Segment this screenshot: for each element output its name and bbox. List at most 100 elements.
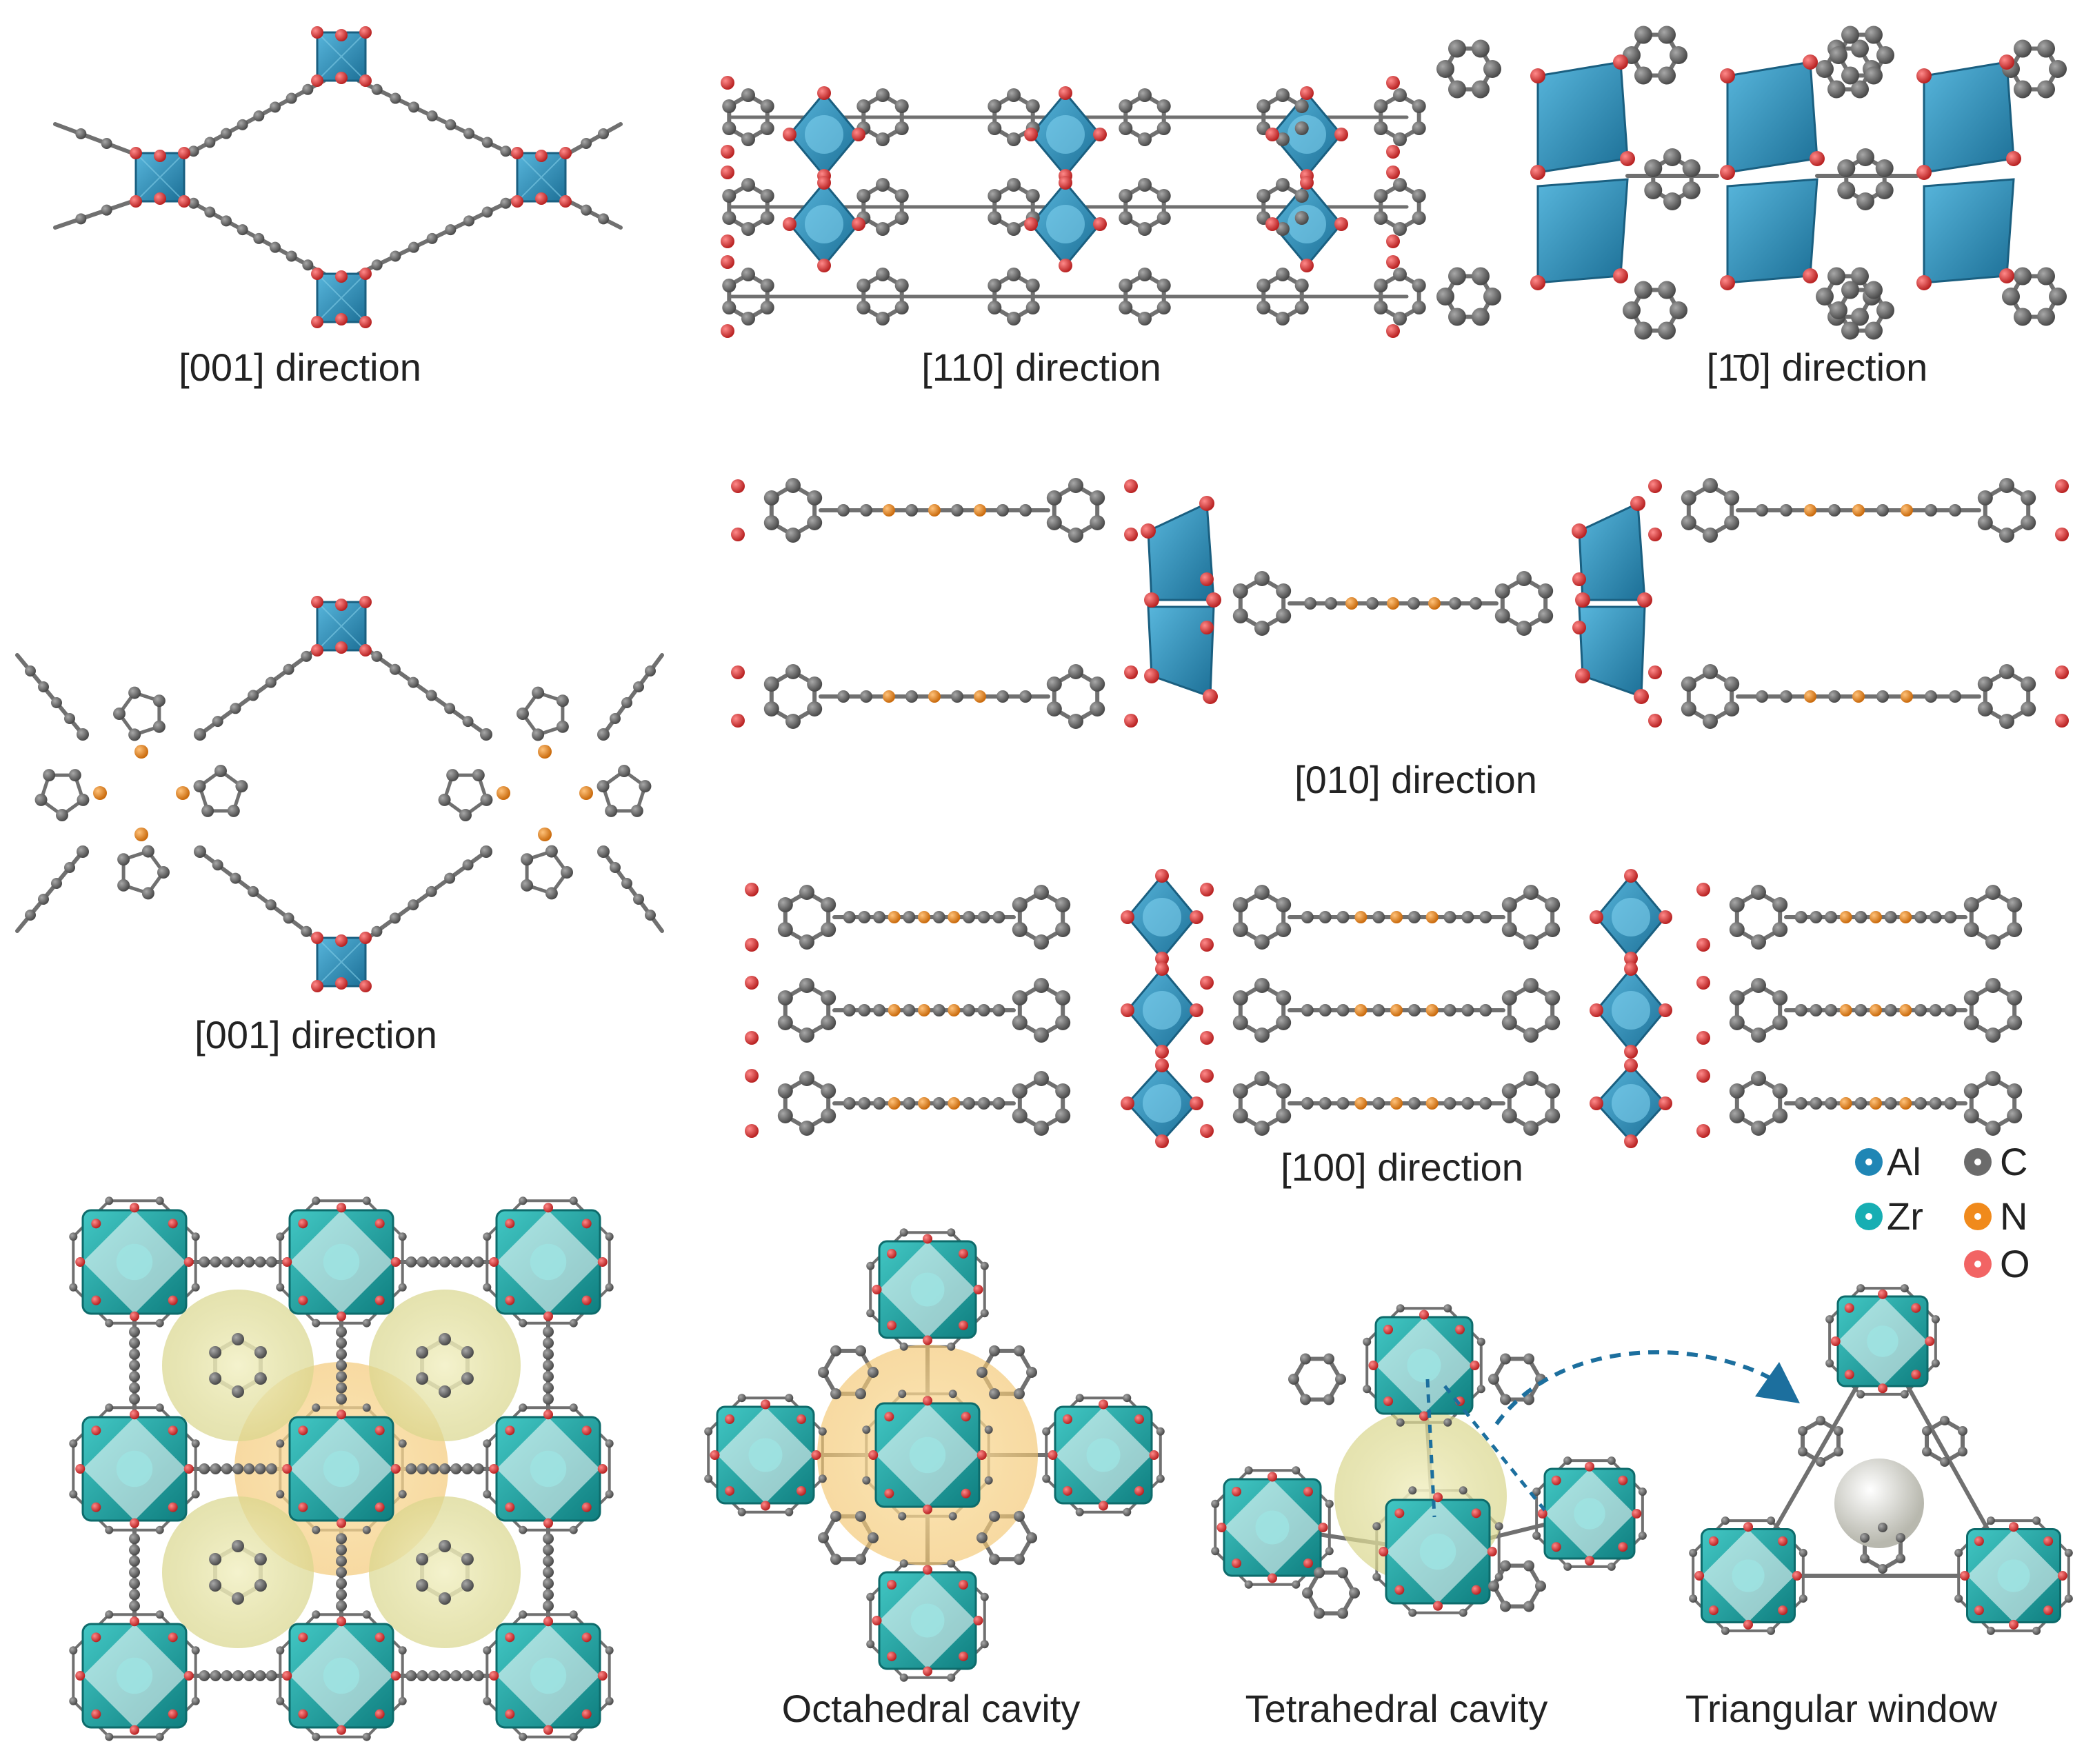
carbon-atom	[1034, 1028, 1049, 1043]
oxygen-atom	[1778, 1536, 1788, 1546]
label-110: [110] direction	[921, 345, 1161, 389]
al-octahedron	[1923, 61, 2015, 174]
carbon-atom	[1459, 1608, 1467, 1617]
oxygen-atom	[298, 1295, 308, 1305]
carbon-atom	[1851, 308, 1869, 326]
oxygen-atom	[1720, 165, 1735, 180]
carbon-atom	[898, 1512, 907, 1521]
carbon-atom	[763, 701, 779, 716]
nitrogen-atom	[1387, 597, 1399, 610]
carbon-atom	[1999, 528, 2014, 543]
carbon-atom	[1523, 1028, 1539, 1043]
oxygen-atom	[511, 195, 523, 208]
carbon-atom	[188, 146, 199, 157]
carbon-atom	[285, 250, 297, 262]
oxygen-atom	[1334, 128, 1348, 141]
carbon-atom	[1772, 1083, 1788, 1099]
oxygen-atom	[337, 1616, 346, 1627]
nitrogen-atom	[1839, 1097, 1852, 1110]
carbon-atom	[821, 1108, 836, 1123]
nitrogen-atom	[948, 1004, 961, 1016]
oxygen-atom	[1386, 324, 1400, 338]
carbon-atom	[519, 1319, 528, 1327]
carbon-atom	[605, 1646, 614, 1655]
carbon-atom	[1337, 1567, 1348, 1578]
carbon-atom	[569, 1403, 578, 1412]
oxygen-atom	[1537, 1509, 1547, 1519]
label-triangular-window: Triangular window	[1685, 1687, 1998, 1730]
carbon-atom	[265, 899, 277, 911]
oxygen-atom	[745, 976, 759, 990]
carbon-atom	[2002, 288, 2020, 305]
carbon-atom	[77, 728, 89, 741]
carbon-atom	[1751, 934, 1766, 950]
carbon-atom	[1494, 1572, 1503, 1581]
carbon-atom	[597, 780, 610, 793]
carbon-atom	[38, 681, 49, 692]
nitrogen-atom	[1354, 1097, 1367, 1110]
carbon-atom	[43, 769, 56, 782]
label-tetrahedral-cavity: Tetrahedral cavity	[1245, 1687, 1548, 1730]
carbon-atom	[1663, 148, 1681, 166]
oxygen-atom	[1134, 1485, 1144, 1496]
carbon-atom	[1232, 583, 1248, 599]
carbon-atom	[1007, 268, 1021, 281]
carbon-atom	[221, 1463, 232, 1474]
oxygen-atom	[2009, 1522, 2018, 1532]
oxygen-atom	[535, 150, 548, 162]
carbon-atom	[1523, 1394, 1534, 1405]
carbon-atom	[1412, 301, 1426, 314]
oxygen-atom	[581, 1219, 592, 1229]
carbon-atom	[51, 878, 62, 889]
nitrogen-atom	[888, 1004, 901, 1016]
carbon-atom	[947, 1228, 956, 1237]
carbon-atom	[1294, 189, 1309, 203]
carbon-atom	[977, 1097, 990, 1110]
carbon-atom	[362, 1319, 371, 1327]
carbon-atom	[1780, 690, 1792, 703]
carbon-atom	[1816, 60, 1834, 78]
carbon-atom	[445, 119, 457, 130]
carbon-atom	[1014, 1554, 1025, 1565]
carbon-atom	[472, 1256, 484, 1267]
carbon-atom	[77, 793, 90, 806]
carbon-atom	[1068, 478, 1083, 493]
carbon-atom	[1068, 528, 1083, 543]
carbon-atom	[1682, 159, 1701, 177]
oxygen-atom	[721, 255, 734, 269]
carbon-atom	[1119, 99, 1133, 113]
carbon-atom	[1922, 1447, 1932, 1456]
carbon-atom	[1211, 1499, 1220, 1508]
legend-o-label: O	[2000, 1242, 2030, 1285]
oxygen-atom	[817, 259, 831, 272]
oxygen-atom	[1433, 1601, 1443, 1611]
carbon-atom	[1931, 1359, 1940, 1367]
carbon-atom	[69, 1232, 78, 1241]
oxygen-atom	[1155, 962, 1169, 976]
carbon-atom	[760, 301, 774, 314]
tetrahedral-cavity-sphere	[162, 1290, 314, 1441]
oxygen-atom	[2043, 1536, 2054, 1546]
nitrogen-atom	[1425, 911, 1439, 923]
oxygen-atom	[1743, 1522, 1753, 1532]
oxygen-atom	[973, 1285, 983, 1294]
carbon-atom	[855, 1345, 866, 1356]
carbon-atom	[1254, 1028, 1270, 1043]
carbon-atom	[1644, 181, 1663, 199]
carbon-atom	[1301, 1004, 1314, 1016]
oxygen-atom	[1960, 1571, 1970, 1581]
carbon-atom	[416, 1553, 429, 1565]
carbon-atom	[1374, 211, 1388, 225]
oxygen-atom	[923, 1335, 932, 1345]
oxygen-atom	[1303, 1487, 1313, 1497]
carbon-atom	[1232, 1083, 1248, 1099]
tetrahedral-cavity-sphere	[369, 1290, 521, 1441]
carbon-atom	[1276, 132, 1290, 146]
oxygen-atom	[884, 1412, 894, 1422]
carbon-atom	[105, 1732, 114, 1741]
carbon-atom	[605, 1490, 614, 1499]
carbon-atom	[1294, 211, 1309, 225]
carbon-atom	[1644, 159, 1663, 177]
oxygen-atom	[91, 1425, 101, 1436]
nitrogen-atom	[1839, 911, 1852, 923]
